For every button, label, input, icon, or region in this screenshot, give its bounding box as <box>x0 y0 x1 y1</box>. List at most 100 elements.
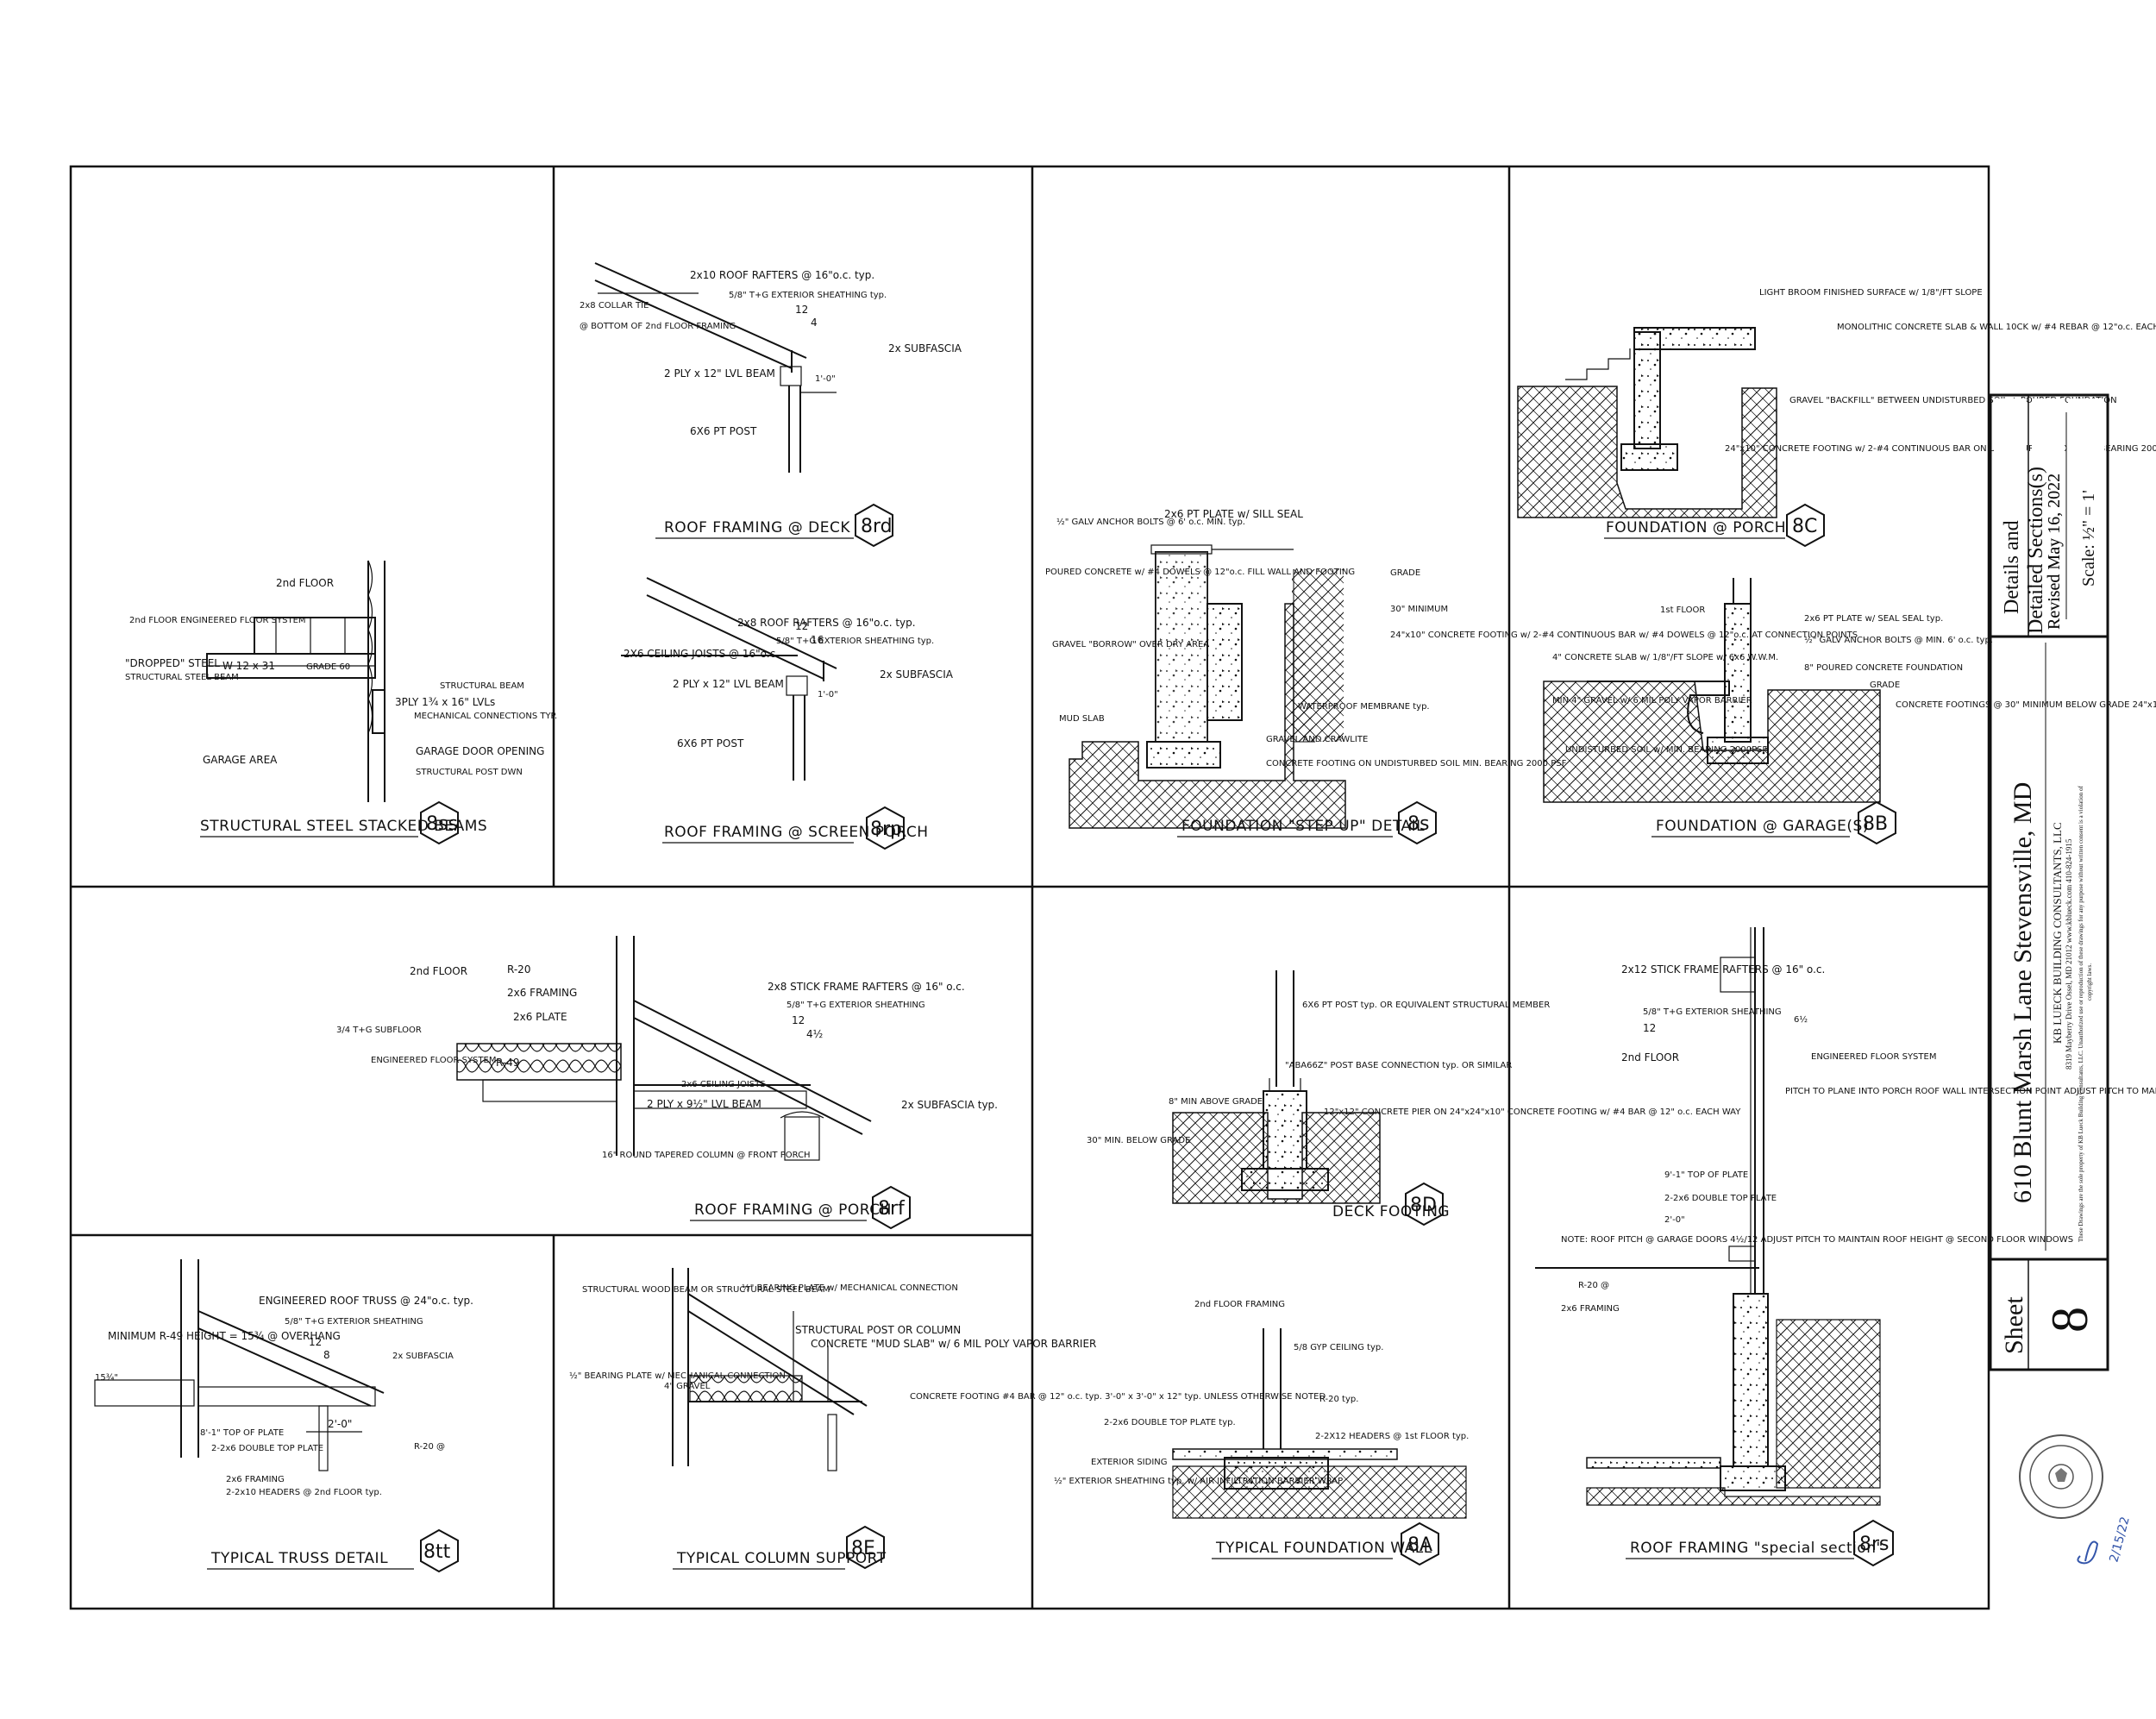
note: 2nd FLOOR <box>1621 1051 1679 1063</box>
title-revised: Revised May 16, 2022 <box>2045 474 2064 630</box>
detail-8rs: ENGINEERED ROOF TRUSS @ 24"o.c. typ. 5/8… <box>94 1259 473 1573</box>
note: UNDISTURBED SOIL w/ MIN. BEARING 2000PSF <box>1565 745 1767 755</box>
note: 2'-0" <box>1664 1215 1685 1225</box>
note: R-20 @ <box>414 1442 445 1452</box>
note: 30" MIN. BELOW GRADE <box>1087 1136 1190 1145</box>
svg-text:4" GRAVEL: 4" GRAVEL <box>664 1382 711 1391</box>
note: GRAVEL AND CRAWLITE <box>1266 735 1368 744</box>
note: ENGINEERED ROOF TRUSS @ 24"o.c. typ. <box>259 1295 473 1307</box>
note: MECHANICAL CONNECTIONS TYP. <box>414 712 557 721</box>
note: 5/8" T+G EXTERIOR SHEATHING <box>285 1317 423 1327</box>
note: 24"x10" CONCRETE FOOTING w/ 2-#4 CONTINU… <box>1390 631 1858 640</box>
note: 3PLY 1¾ x 16" LVLs <box>395 696 495 708</box>
note: 2x12 STICK FRAME RAFTERS @ 16" o.c. <box>1621 963 1825 976</box>
note: NOTE: ROOF PITCH @ GARAGE DOORS 4½/12 AD… <box>1561 1234 2073 1245</box>
note: ½" EXTERIOR SHEATHING typ. w/ AIR INFILT… <box>1054 1476 1343 1486</box>
note: 9'-1" TOP OF PLATE <box>1664 1170 1748 1180</box>
note: 2 PLY x 9½" LVL BEAM <box>647 1098 761 1110</box>
svg-text:8s: 8s <box>1407 813 1429 835</box>
svg-text:12: 12 <box>309 1336 322 1348</box>
detail-tag <box>420 800 459 845</box>
note: GRADE 60 <box>306 662 350 672</box>
detail-8rd: 2x10 ROOF RAFTERS @ 16"o.c. typ. 5/8" T+… <box>580 262 962 548</box>
note: ½" GALV ANCHOR BOLTS @ MIN. 6' o.c. typ. <box>1804 635 1993 645</box>
note: STRUCTURAL POST DWN <box>416 768 523 777</box>
note: 2x8 COLLAR TIE <box>580 301 649 311</box>
note: R-49 <box>496 1057 519 1069</box>
sheet-label: Sheet <box>2000 1296 2028 1354</box>
detail-8tt: STRUCTURAL WOOD BEAM OR STRUCTURAL STEEL… <box>569 1268 1326 1570</box>
detail-title: ROOF FRAMING "special section" <box>1630 1540 1883 1557</box>
note: GARAGE AREA <box>203 754 278 766</box>
title-scale: Scale: ½" = 1' <box>2079 490 2098 587</box>
svg-text:12: 12 <box>795 304 808 316</box>
note: 2x6 PT PLATE w/ SILL SEAL <box>1164 508 1303 520</box>
note: 2-2x6 DOUBLE TOP PLATE <box>211 1444 323 1453</box>
note: WATERPROOF MEMBRANE typ. <box>1298 702 1430 712</box>
note: 2-2x6 DOUBLE TOP PLATE typ. <box>1104 1418 1236 1427</box>
svg-text:STRUCTURAL POST OR COLUMN: STRUCTURAL POST OR COLUMN <box>795 1324 961 1336</box>
note: 2x SUBFASCIA <box>888 342 962 354</box>
note: 2x6 PT PLATE w/ SEAL SEAL typ. <box>1804 614 1943 624</box>
note: R-20 <box>507 963 530 976</box>
svg-text:CONCRETE "MUD SLAB" w/ 6 MIL P: CONCRETE "MUD SLAB" w/ 6 MIL POLY VAPOR … <box>811 1338 1096 1350</box>
detail-tag <box>1398 800 1437 845</box>
svg-text:2'-0": 2'-0" <box>328 1418 352 1430</box>
title-details-line1: Details and <box>2001 520 2023 614</box>
detail-8s: ½" GALV ANCHOR BOLTS @ 6' o.c. MIN. typ.… <box>1045 508 1858 845</box>
detail-title: FOUNDATION @ PORCH <box>1606 519 1786 536</box>
svg-text:8rd: 8rd <box>861 516 893 537</box>
svg-text:4½: 4½ <box>806 1028 823 1040</box>
detail-title: TYPICAL TRUSS DETAIL <box>210 1550 388 1567</box>
note: 2-2X12 HEADERS @ 1st FLOOR typ. <box>1315 1432 1469 1441</box>
note: 30" MINIMUM <box>1390 605 1448 614</box>
note: 2x6 PLATE <box>513 1011 567 1023</box>
note: W 12 x 31 <box>222 660 275 672</box>
detail-title: ROOF FRAMING @ DECK <box>664 519 850 536</box>
note: CONCRETE FOOTINGS @ 30" MINIMUM BELOW GR… <box>1896 700 2156 710</box>
note: CONCRETE FOOTING #4 BAR @ 12" o.c. typ. … <box>910 1392 1326 1402</box>
note: 2x10 ROOF RAFTERS @ 16"o.c. typ. <box>690 269 874 281</box>
note: 2x SUBFASCIA <box>392 1352 454 1361</box>
note: 2x8 STICK FRAME RAFTERS @ 16" o.c. <box>768 981 965 993</box>
note: POURED CONCRETE w/ #4 DOWELS @ 12"o.c. F… <box>1045 568 1355 577</box>
detail-8rf: 2nd FLOOR R-20 2x6 FRAMING 2x6 PLATE 3/4… <box>336 936 998 1230</box>
svg-text:2/15/22: 2/15/22 <box>2107 1515 2132 1564</box>
detail-tag <box>1786 503 1825 548</box>
svg-text:8E: 8E <box>851 1538 875 1559</box>
note: 5/8" T+G EXTERIOR SHEATHING <box>1643 1007 1782 1017</box>
detail-tag <box>1401 1521 1439 1566</box>
note: 16" ROUND TAPERED COLUMN @ FRONT PORCH <box>602 1151 811 1160</box>
detail-8ss: 2nd FLOOR 2nd FLOOR ENGINEERED FLOOR SYS… <box>125 560 557 845</box>
detail-8A: 2x12 STICK FRAME RAFTERS @ 16" o.c. 5/8"… <box>1535 927 2156 1567</box>
note: 6X6 PT POST <box>677 737 744 750</box>
note: 2-2x10 HEADERS @ 2nd FLOOR typ. <box>226 1488 382 1497</box>
detail-title: TYPICAL COLUMN SUPPORT <box>676 1550 887 1567</box>
svg-text:8: 8 <box>323 1349 330 1361</box>
svg-text:8tt: 8tt <box>423 1541 451 1563</box>
detail-8C: LIGHT BROOM FINISHED SURFACE w/ 1/8"/FT … <box>1517 288 2156 548</box>
detail-title: DECK FOOTING <box>1332 1203 1450 1220</box>
svg-text:8C: 8C <box>1792 516 1817 537</box>
note: 4" CONCRETE SLAB w/ 1/8"/FT SLOPE w/ 6x6… <box>1552 653 1778 662</box>
detail-tag <box>872 1185 911 1230</box>
note: 2nd FLOOR ENGINEERED FLOOR SYSTEM <box>129 616 306 625</box>
note: 5/8" T+G EXTERIOR SHEATHING <box>787 1001 925 1010</box>
note: MONOLITHIC CONCRETE SLAB & WALL 10CK w/ … <box>1837 323 2156 332</box>
note: 2nd FLOOR <box>410 965 467 977</box>
note: LIGHT BROOM FINISHED SURFACE w/ 1/8"/FT … <box>1759 288 1983 298</box>
svg-text:8D: 8D <box>1410 1195 1437 1216</box>
title-project: 610 Blunt Marsh Lane Stevensville, MD <box>2009 782 2037 1203</box>
note: 2x6 FRAMING <box>226 1475 285 1484</box>
engineer-seal <box>2019 1434 2103 1519</box>
note: 5/8" T+G EXTERIOR SHEATHING typ. <box>776 637 934 646</box>
detail-title: STRUCTURAL STEEL STACKED BEAMS <box>200 818 487 835</box>
svg-text:1'-0": 1'-0" <box>818 690 838 700</box>
detail-title: ROOF FRAMING @ SCREEN PORCH <box>664 824 929 841</box>
note: 2-2x6 DOUBLE TOP PLATE <box>1664 1194 1777 1203</box>
detail-title: TYPICAL FOUNDATION WALL <box>1215 1540 1432 1557</box>
note: 6X6 PT POST <box>690 425 757 437</box>
note: GRADE <box>1870 681 1900 690</box>
note: ½" BEARING PLATE w/ MECHANICAL CONNECTIO… <box>569 1371 786 1381</box>
